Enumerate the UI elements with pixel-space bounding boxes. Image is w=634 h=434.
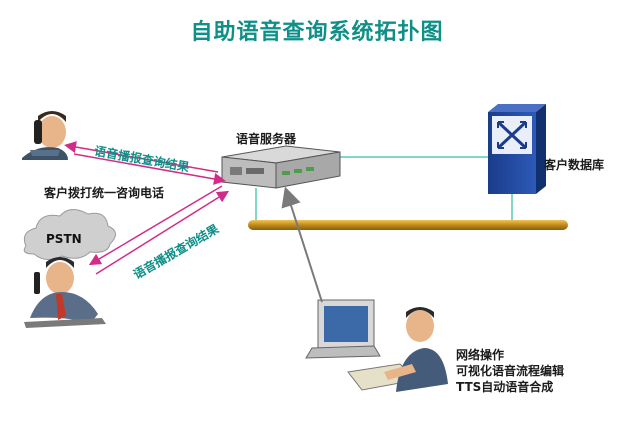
voice-server-label: 语音服务器 xyxy=(236,132,297,146)
desk-caller-icon xyxy=(24,257,106,328)
operator-to-server-arrow xyxy=(281,186,323,303)
call-line-bottom-out xyxy=(88,185,223,266)
operator-note-3: TTS自动语音合成 xyxy=(456,380,554,394)
voice-server-icon xyxy=(221,145,341,189)
pstn-label: PSTN xyxy=(46,232,82,246)
operator-computer-icon xyxy=(305,299,448,392)
network-bus xyxy=(248,220,568,230)
call-line-bottom-in xyxy=(95,190,230,275)
pstn-cloud-icon xyxy=(23,209,116,260)
customer-call-label: 客户拨打统一咨询电话 xyxy=(44,186,165,200)
caller-phone-icon xyxy=(22,111,68,160)
call-line-top-in xyxy=(73,153,226,185)
diagram-title: 自助语音查询系统拓扑图 xyxy=(190,20,444,45)
operator-note-2: 可视化语音流程编辑 xyxy=(456,364,565,378)
call-line-top-out xyxy=(64,141,219,173)
operator-note-1: 网络操作 xyxy=(456,348,505,362)
database-icon xyxy=(488,104,546,194)
customer-db-label: 客户数据库 xyxy=(544,158,605,172)
